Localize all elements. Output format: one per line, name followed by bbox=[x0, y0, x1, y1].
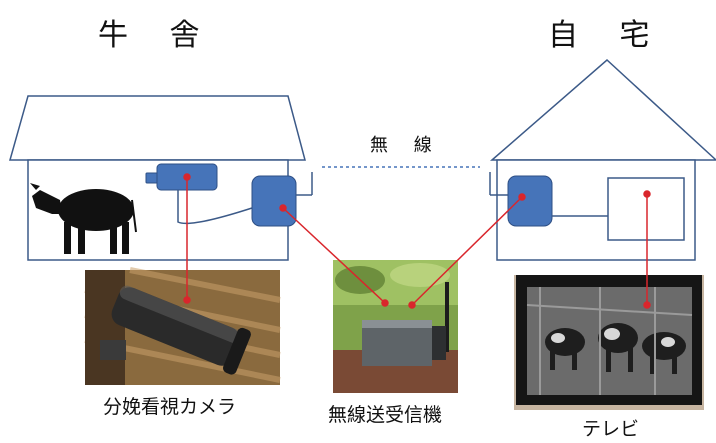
cow-icon bbox=[30, 183, 137, 254]
camera-link-dot-top bbox=[183, 173, 191, 181]
transceiver-label: 無線送受信機 bbox=[328, 404, 443, 426]
home-receiver-dot bbox=[518, 193, 526, 201]
camera-label: 分娩看視カメラ bbox=[103, 396, 237, 418]
barn-cable bbox=[177, 190, 253, 225]
transceiver-dot-right bbox=[408, 301, 416, 309]
barn-title: 牛 舎 bbox=[98, 18, 216, 53]
camera-device-icon bbox=[145, 163, 218, 191]
transceiver-dot-left bbox=[381, 299, 389, 307]
tv-box-dot bbox=[643, 190, 651, 198]
connection-lines bbox=[183, 173, 651, 309]
tv-label: テレビ bbox=[582, 418, 640, 440]
barn-transceiver-line bbox=[282, 207, 386, 304]
transceiver-photo bbox=[333, 260, 458, 393]
home-transceiver-line bbox=[411, 196, 523, 306]
home-receiver-icon bbox=[507, 175, 553, 227]
tv-photo-dot bbox=[643, 301, 651, 309]
barn-transmitter-dot bbox=[279, 204, 287, 212]
wireless-label: 無 線 bbox=[370, 135, 442, 156]
tv-photo bbox=[514, 275, 704, 410]
home-title: 自 宅 bbox=[548, 18, 666, 53]
home-building bbox=[489, 58, 716, 261]
camera-photo bbox=[84, 267, 281, 385]
barn-roof bbox=[9, 95, 306, 161]
tv-box bbox=[607, 177, 685, 241]
barn-transmitter-icon bbox=[251, 175, 297, 227]
home-roof bbox=[489, 58, 716, 161]
camera-link-dot-bottom bbox=[183, 296, 191, 304]
